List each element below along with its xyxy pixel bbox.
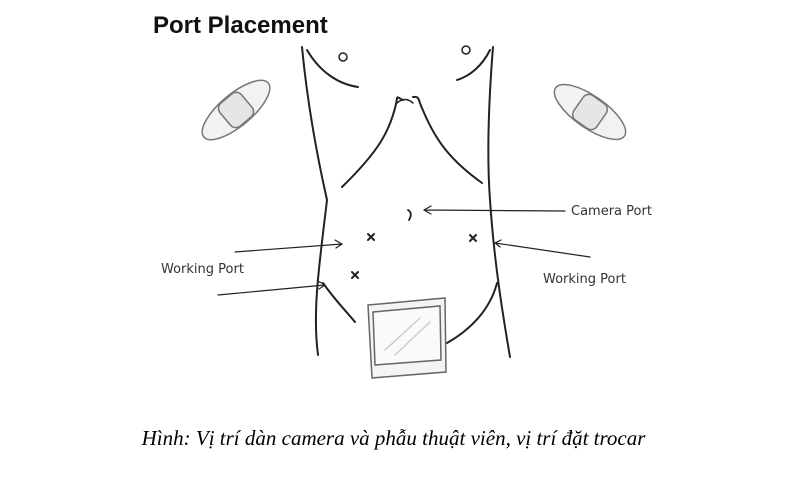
port-placement-diagram xyxy=(201,45,627,379)
working-port-right-label: Working Port xyxy=(543,272,626,287)
torso-outline xyxy=(301,46,511,358)
camera-port-label: Camera Port xyxy=(571,204,652,219)
monitor-icon xyxy=(367,297,447,379)
nipple-marks xyxy=(338,45,471,62)
pointer-arrows xyxy=(217,205,591,296)
port-markers xyxy=(351,209,477,279)
surgeon-right-icon xyxy=(553,83,627,141)
figure-caption: Hình: Vị trí dàn camera và phẫu thuật vi… xyxy=(141,426,646,450)
figure-title: Port Placement xyxy=(153,12,328,39)
surgeon-left-icon xyxy=(201,79,271,141)
working-port-left-label: Working Port xyxy=(161,262,244,277)
